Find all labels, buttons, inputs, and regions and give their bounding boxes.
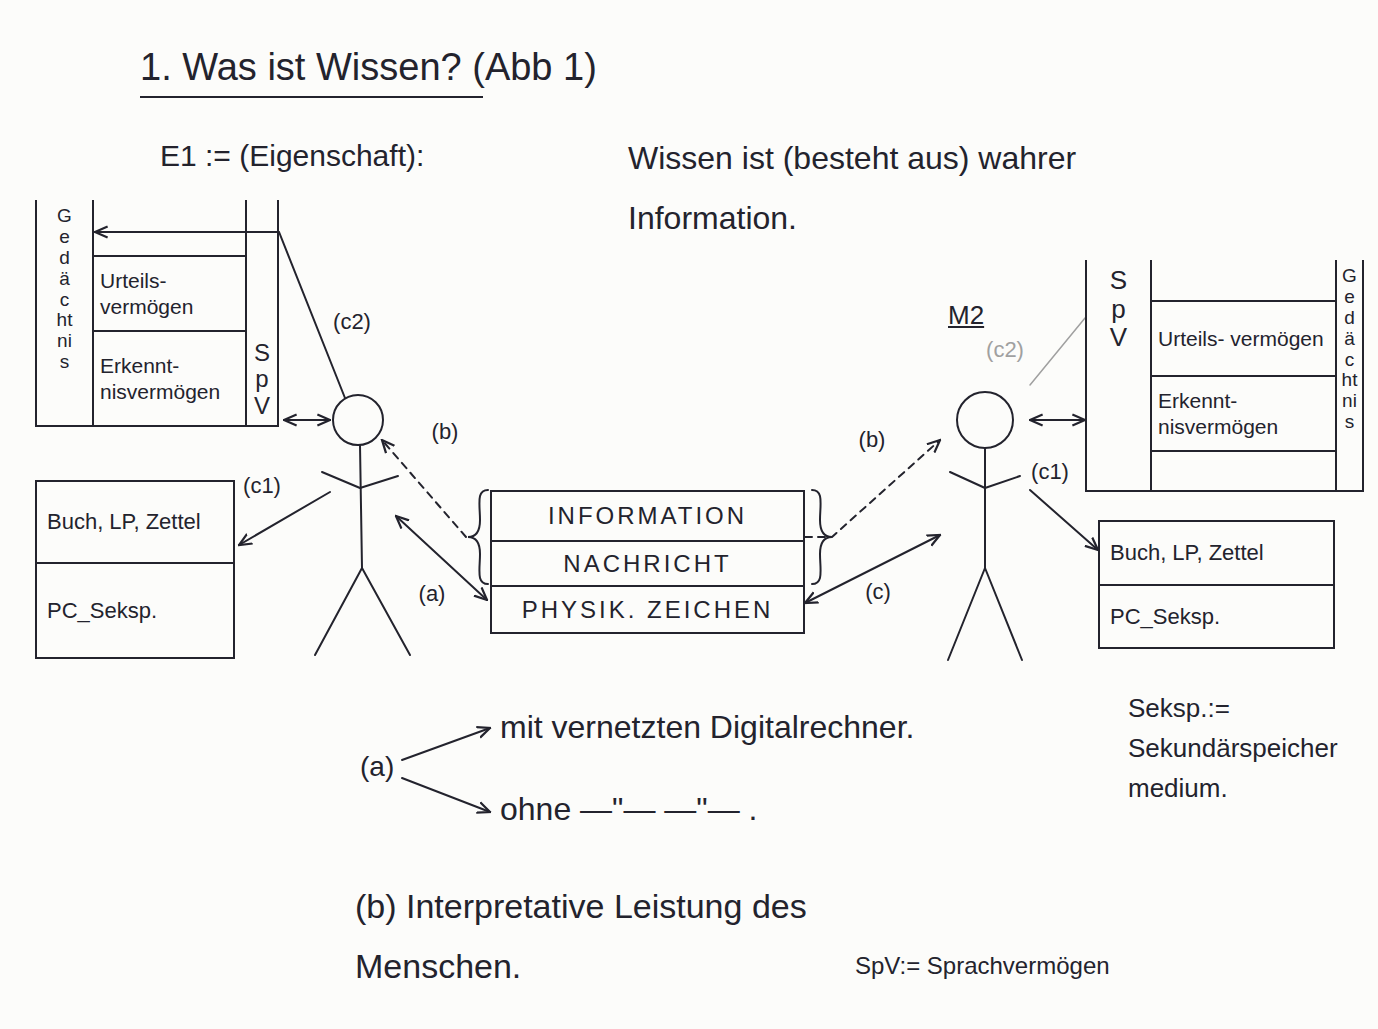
edge-label: (c) (862, 579, 894, 605)
row-label: INFORMATION (492, 492, 803, 540)
title-text: 1. Was ist Wissen? (Abb 1) (140, 45, 597, 91)
edge-label: (b) (856, 427, 889, 453)
figure-arms (322, 472, 398, 488)
label-holder: (c2) (330, 309, 374, 335)
figure-body (360, 445, 362, 568)
figure-legs (948, 568, 1022, 660)
branch-arrow (402, 778, 490, 812)
label-holder: Seksp.:= Sekundärspeichermedium. (1128, 688, 1353, 808)
row-label: Erkennt- nisvermögen (92, 330, 247, 425)
empty-cell (1150, 450, 1337, 490)
callout-label: (a) (416, 581, 449, 607)
label-holder: mit vernetzten Digitalrechner. (500, 708, 914, 746)
title-underline (140, 96, 483, 98)
figure-body (984, 448, 986, 568)
row-label: Urteils- vermögen (92, 255, 247, 330)
edge-label-holder: (c) (862, 579, 894, 605)
column-label: SpV (1106, 266, 1132, 352)
dashed-arrow (382, 440, 466, 537)
figure-arms (950, 472, 1020, 488)
row-label: Erkennt- nisvermögen (1150, 375, 1337, 450)
stick-figure (315, 395, 410, 655)
memory-stack: SpV Urteils- vermögenErkennt- nisvermögen… (1085, 260, 1364, 492)
edge-label-holder: (b) (856, 427, 889, 453)
note-text: ohne —"— —"— . (500, 790, 757, 828)
row-label: Buch, LP, Zettel (37, 482, 233, 562)
medium-box: Buch, LP, ZettelPC_Seksp. (35, 480, 235, 659)
column-label: SpV (250, 340, 274, 419)
edge-label-holder: (c1) (1028, 459, 1072, 485)
signal-box: INFORMATIONNACHRICHTPHYSIK. ZEICHEN (490, 490, 805, 634)
definition-text: Wissen ist (besteht aus) wahrer Informat… (628, 128, 1188, 248)
label-holder: (a) (360, 750, 394, 784)
label-holder: SpV:= Sprachvermögen (855, 952, 1110, 981)
memory-stack: Gedächtnis Urteils- vermögenErkennt- nisv… (35, 200, 279, 427)
figure-label: M2 (940, 300, 1030, 330)
row-label: Buch, LP, Zettel (1100, 522, 1333, 584)
label-holder: (a) (416, 581, 449, 607)
edge-label: (c1) (1028, 459, 1072, 485)
figure-head (957, 392, 1013, 448)
left-brace (468, 490, 488, 584)
figure-strokes (948, 392, 1022, 660)
definition-text: E1 := (Eigenschaft): (160, 138, 424, 174)
label-holder: (c1) (240, 473, 284, 499)
row-label: NACHRICHT (492, 540, 803, 585)
connector (1030, 490, 1098, 550)
column-label: Gedächtnis (55, 206, 74, 373)
callout-label: (c1) (240, 473, 284, 499)
row-label: PC_Seksp. (1100, 584, 1333, 647)
connector (1030, 419, 1085, 421)
label-holder: (b) (429, 419, 462, 445)
double-arrow (284, 419, 330, 421)
edge-label-holder: (c2) (983, 337, 1027, 363)
row-label: PHYSIK. ZEICHEN (492, 585, 803, 632)
label-holder: E1 := (Eigenschaft): (160, 138, 424, 174)
edge-label: (c2) (983, 337, 1027, 363)
medium-box: Buch, LP, ZettelPC_Seksp. (1098, 520, 1335, 649)
callout-label: (b) (429, 419, 462, 445)
column-label: Gedächtnis (1340, 266, 1359, 433)
callout-label: (a) (360, 750, 394, 784)
leader-arrow (239, 492, 330, 545)
connector-group (805, 318, 1098, 603)
figure-legs (315, 568, 410, 655)
title-holder: 1. Was ist Wissen? (Abb 1) (140, 45, 597, 91)
note-text: Seksp.:= Sekundärspeichermedium. (1128, 688, 1353, 808)
row-label: Urteils- vermögen (1150, 300, 1337, 375)
connector (1030, 318, 1085, 385)
row-label: PC_Seksp. (37, 562, 233, 657)
label-holder: Wissen ist (besteht aus) wahrer Informat… (628, 128, 1188, 248)
connector (805, 440, 940, 537)
empty-cell (1150, 260, 1337, 300)
branch-arrow (402, 728, 490, 760)
callout-label: (c2) (330, 309, 374, 335)
empty-cell (92, 200, 247, 255)
figure-head (333, 395, 383, 445)
label-holder: ohne —"— —"— . (500, 790, 757, 828)
note-text: SpV:= Sprachvermögen (855, 952, 1110, 981)
note-text: mit vernetzten Digitalrechner. (500, 708, 914, 746)
